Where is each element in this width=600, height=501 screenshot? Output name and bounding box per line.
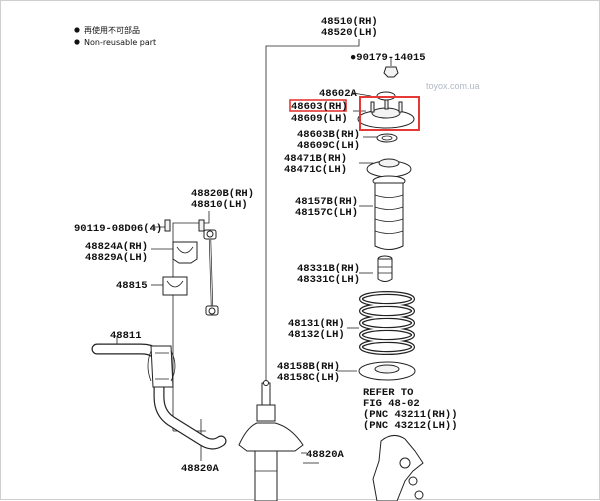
refer-line4: (PNC 43212(LH)) (363, 420, 458, 432)
spring-seat-48471b (366, 158, 412, 178)
coil-spring-48131 (359, 291, 415, 355)
steering-knuckle (372, 435, 424, 501)
highlight-label-box (289, 99, 347, 112)
watermark: toyox.com.ua (426, 81, 480, 91)
label-48471c: 48471C(LH) (284, 164, 347, 176)
label-48829a: 48829A(LH) (85, 252, 148, 264)
strut-support-48603 (357, 99, 415, 129)
label-48603b: 48603B(RH) (297, 129, 360, 141)
strut-rod (261, 380, 271, 406)
label-48811: 48811 (110, 330, 142, 342)
label-48132: 48132(LH) (288, 329, 345, 341)
legend-en: Non-reusable part (84, 38, 156, 47)
dust-boot-48157b (372, 175, 406, 250)
label-48824a: 48824A(RH) (85, 241, 148, 253)
bullet-icon (74, 27, 80, 33)
label-90179: ●90179-14015 (350, 52, 426, 64)
label-48602a: 48602A (319, 88, 358, 100)
label-90119: 90119-08D06(4) (74, 223, 162, 235)
stabilizer-link (203, 229, 219, 316)
strut-body (238, 404, 304, 501)
nut-90179 (383, 66, 399, 78)
label-48810: 48810(LH) (191, 199, 248, 211)
legend: 再使用不可部品 Non-reusable part (74, 25, 156, 47)
label-48510: 48510(RH) (321, 16, 378, 28)
label-48157c: 48157C(LH) (295, 207, 358, 219)
label-48603: 48603(RH) (291, 101, 348, 113)
leader-48820b (172, 211, 210, 431)
spring-insulator-48158b (358, 361, 416, 381)
label-48609c: 48609C(LH) (297, 140, 360, 152)
highlight-box (359, 96, 420, 131)
label-48820b: 48820B(RH) (191, 188, 254, 200)
refer-line2: FIG 48-02 (363, 398, 420, 410)
label-48820a-left: 48820A (181, 463, 220, 475)
label-48520: 48520(LH) (321, 27, 378, 39)
stabilizer-bracket (172, 241, 198, 264)
label-48331b: 48331B(RH) (297, 263, 360, 275)
bump-stopper-48331b (377, 255, 393, 282)
label-48157b: 48157B(RH) (295, 196, 358, 208)
label-48131: 48131(RH) (288, 318, 345, 330)
label-48158b: 48158B(RH) (277, 361, 340, 373)
leader-48602 (352, 92, 372, 97)
label-48815: 48815 (116, 280, 148, 292)
label-48820a-right: 48820A (306, 449, 345, 461)
refer-line3: (PNC 43211(RH)) (363, 409, 458, 421)
bolts-90119 (164, 219, 205, 232)
label-48331c: 48331C(LH) (297, 274, 360, 286)
legend-jp: 再使用不可部品 (84, 25, 140, 35)
label-48158c: 48158C(LH) (277, 372, 340, 384)
bearing-48603b (376, 133, 398, 143)
stabilizer-bar (91, 343, 227, 450)
leader-48510 (265, 39, 360, 381)
bullet-icon (74, 39, 80, 45)
stabilizer-bushing (162, 276, 188, 296)
label-48471b: 48471B(RH) (284, 153, 347, 165)
label-48609: 48609(LH) (291, 113, 348, 125)
refer-line1: REFER TO (363, 387, 413, 399)
